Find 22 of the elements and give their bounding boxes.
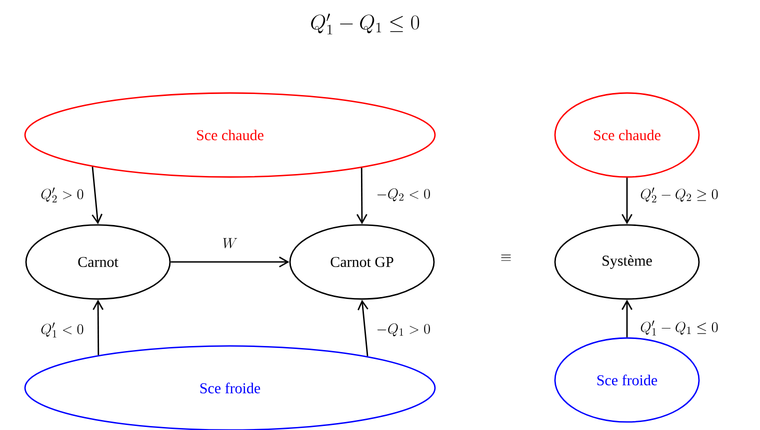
- edge-label: $-Q_2 < 0$: [375, 188, 432, 202]
- ellipse-node: Sce chaude: [554, 92, 700, 178]
- arrow: [92, 300, 104, 356]
- edge-label: $Q'_2 > 0$: [40, 186, 85, 204]
- edge-label: $Q'_1 < 0$: [40, 322, 85, 338]
- equivalence-sign: $\equiv$: [501, 254, 511, 261]
- title: $Q'_1 - Q_1 \leq 0$: [311, 14, 420, 34]
- arrow: [356, 168, 368, 224]
- ellipse-node: Sce froide: [554, 337, 700, 423]
- ellipse-node: Système: [554, 224, 700, 300]
- edge-label: $Q'_2 - Q_2 \geq 0$: [639, 186, 720, 204]
- edge-label: $Q'_1 - Q_1 \leq 0$: [639, 320, 720, 336]
- ellipse-node: Sce chaude: [24, 92, 436, 178]
- arrow: [170, 256, 290, 268]
- ellipse-node: Carnot: [25, 224, 171, 300]
- arrow: [622, 300, 632, 338]
- arrow: [358, 300, 368, 356]
- edge-label: $-Q_1 > 0$: [375, 322, 432, 338]
- arrow: [92, 166, 103, 224]
- arrow: [622, 178, 632, 224]
- edge-label: $W$: [221, 237, 239, 249]
- ellipse-node: Carnot GP: [289, 224, 435, 300]
